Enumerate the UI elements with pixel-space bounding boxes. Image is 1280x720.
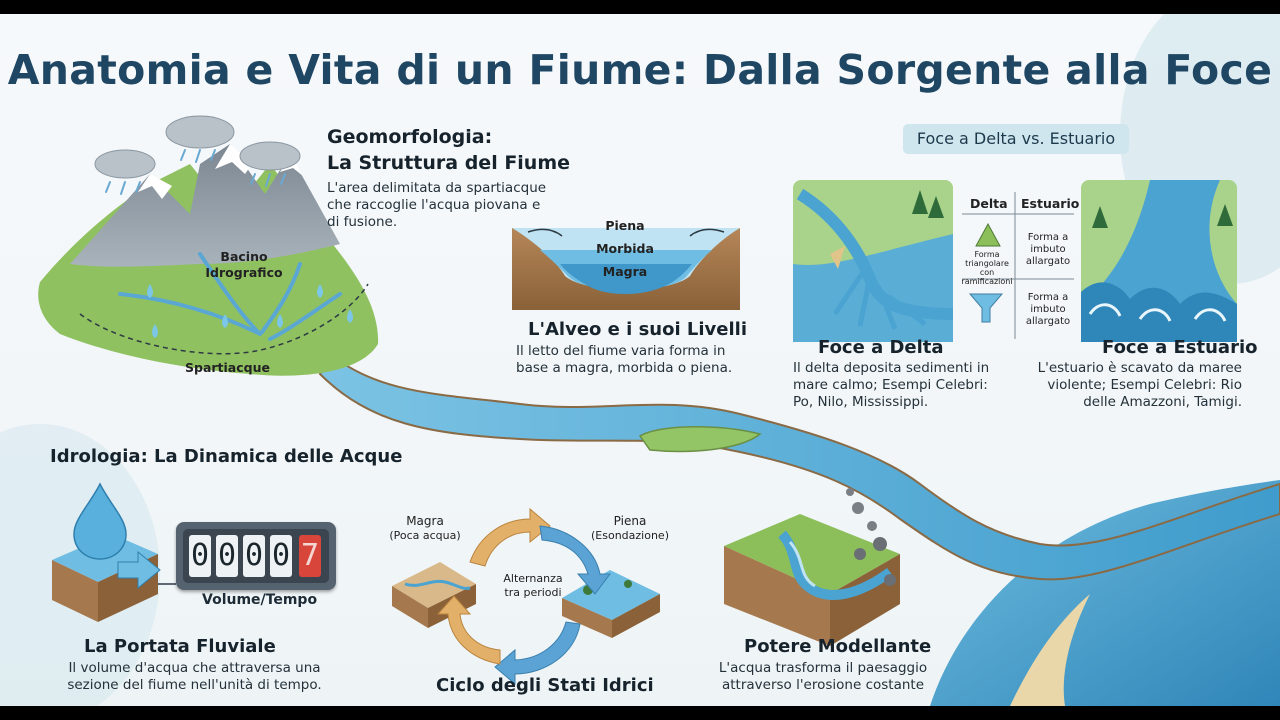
hydro-heading: Idrologia: La Dinamica delle Acque: [50, 446, 403, 467]
river-illustration: [0, 14, 1280, 706]
alveo-level-magra: Magra: [602, 264, 648, 279]
cycle-center-line1: Alternanza: [503, 572, 563, 585]
delta-triangle-icon: [975, 222, 1001, 247]
watershed-line: [79, 283, 369, 355]
erosion-text: L'acqua trasforma il paesaggio attravers…: [718, 660, 928, 693]
clouds: [94, 115, 301, 179]
mouths-pill: [903, 124, 1129, 154]
alveo-level-morbida: Morbida: [596, 241, 654, 256]
estuary-panel-illustration: [1081, 180, 1237, 342]
delta-heading: Foce a Delta: [818, 337, 944, 358]
comparison-table-lines: [962, 192, 1074, 339]
basin-label-line2: Idrografico: [205, 265, 283, 280]
comparison-table: Delta Estuario Forma triangolare con ram…: [960, 192, 1080, 342]
alveo-heading: L'Alveo e i suoi Livelli: [528, 319, 747, 340]
gauge-digit-1: 0: [189, 535, 211, 577]
watershed-label: Spartiacque: [185, 360, 270, 375]
page-title: Anatomia e Vita di un Fiume: Dalla Sorge…: [7, 46, 1273, 94]
beach: [1010, 594, 1090, 706]
snow-cap-1: [138, 174, 172, 199]
mouths-pill-label: Foce a Delta vs. Estuario: [916, 129, 1116, 148]
col-header-estuary: Estuario: [1021, 196, 1080, 211]
estuary-heading: Foce a Estuario: [1102, 337, 1258, 358]
flow-gauge-display: 0 0 0 0 7: [183, 529, 329, 583]
alveo-level-piena: Piena: [605, 218, 645, 233]
flow-block-illustration: [52, 482, 176, 622]
estuary-text: L'estuario è scavato da maree violente; …: [1037, 360, 1242, 410]
rain-lines: [105, 149, 286, 195]
cycle-magra-line1: Magra: [406, 514, 444, 528]
gauge-digit-4: 0: [270, 535, 292, 577]
estuary-desc-2: Forma a imbuto allargato: [1025, 292, 1071, 327]
flow-heading: La Portata Fluviale: [84, 636, 276, 657]
estuary-desc-1: Forma a imbuto allargato: [1025, 232, 1071, 267]
cycle-piena-line2: (Esondazione): [591, 529, 669, 542]
geomorph-heading-line2: La Struttura del Fiume: [327, 152, 571, 174]
alveo-text: Il letto del fiume varia forma in base a…: [516, 343, 733, 376]
mountains: [70, 144, 340, 267]
flow-gauge: 0 0 0 0 7: [176, 522, 336, 590]
erosion-heading: Potere Modellante: [744, 636, 932, 657]
flow-text: Il volume d'acqua che attraversa una sez…: [67, 660, 322, 693]
river-island: [638, 426, 762, 453]
cycle-piena-line1: Piena: [613, 514, 647, 528]
geomorph-text: L'area delimitata da spartiacque che rac…: [327, 180, 547, 230]
gauge-digit-3: 0: [243, 535, 265, 577]
gauge-digit-2: 0: [216, 535, 238, 577]
delta-desc: Forma triangolare con ramificazioni: [961, 250, 1013, 286]
snow-cap-2: [215, 144, 252, 174]
cycle-illustration: [392, 507, 660, 686]
alveo-cross-section: [512, 228, 740, 310]
funnel-icon: [968, 293, 1004, 323]
cycle-magra-line2: (Poca acqua): [389, 529, 461, 542]
basin-label-line1: Bacino: [220, 249, 268, 264]
col-header-delta: Delta: [970, 196, 1008, 211]
volume-label: Volume/Tempo: [202, 592, 318, 608]
infographic-canvas: Anatomia e Vita di un Fiume: Dalla Sorge…: [0, 14, 1280, 706]
erosion-illustration: [724, 488, 900, 646]
delta-panel-illustration: [793, 180, 954, 342]
geomorph-heading-line1: Geomorfologia:: [327, 126, 493, 148]
tributaries: [118, 252, 342, 341]
cycle-center-line2: tra periodi: [504, 586, 562, 599]
delta-text: Il delta deposita sedimenti in mare calm…: [793, 360, 990, 410]
cycle-heading: Ciclo degli Stati Idrici: [436, 675, 654, 696]
gauge-digit-last: 7: [299, 535, 321, 577]
rain-drops: [147, 284, 353, 338]
